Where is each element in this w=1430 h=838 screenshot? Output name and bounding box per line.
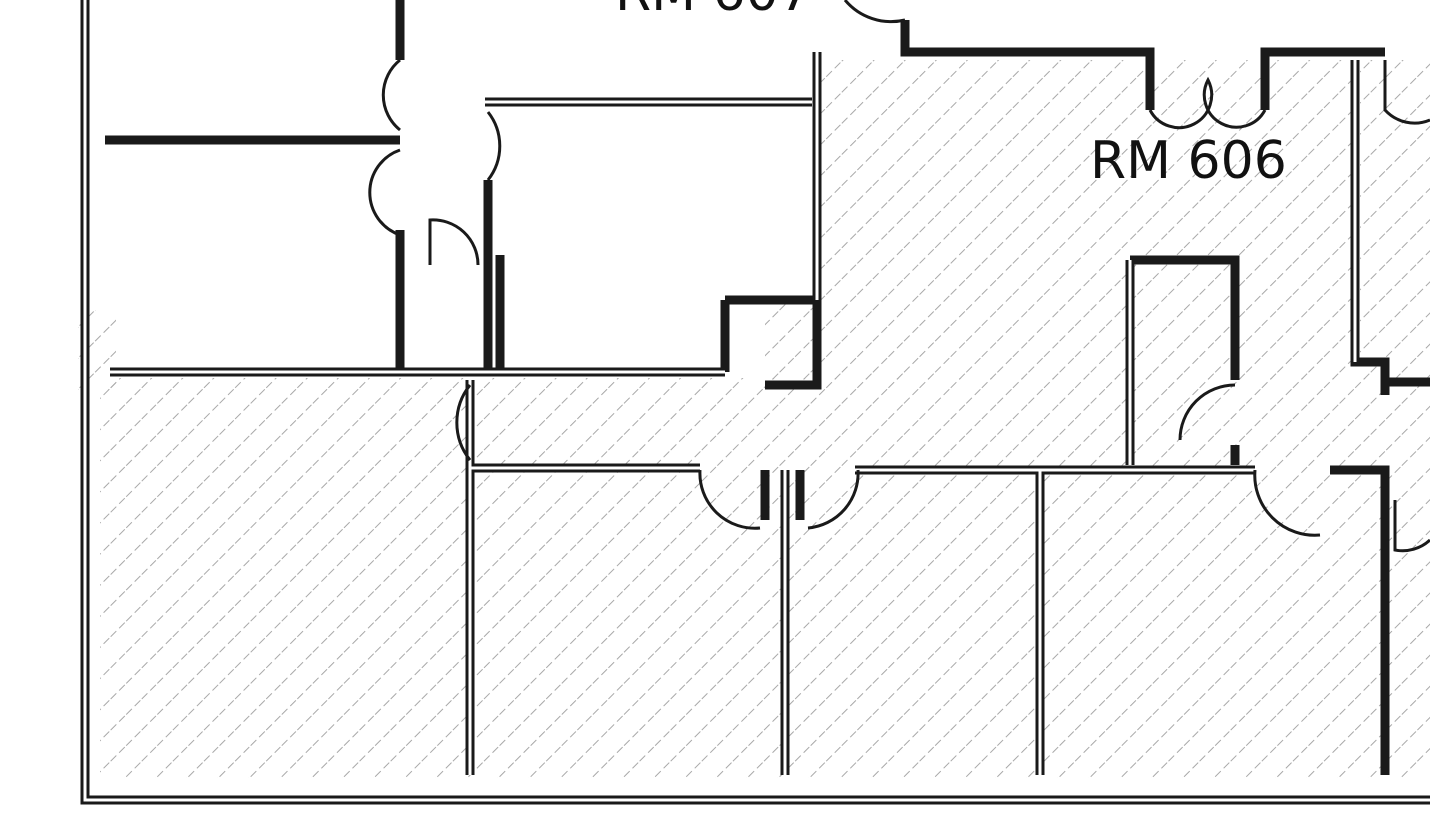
room-label-rm-606: RM 606 [1090,131,1287,191]
room-label-rm-607: RM 607 [615,0,812,23]
door-swings [368,0,1430,553]
wall-cores [83,0,1430,802]
